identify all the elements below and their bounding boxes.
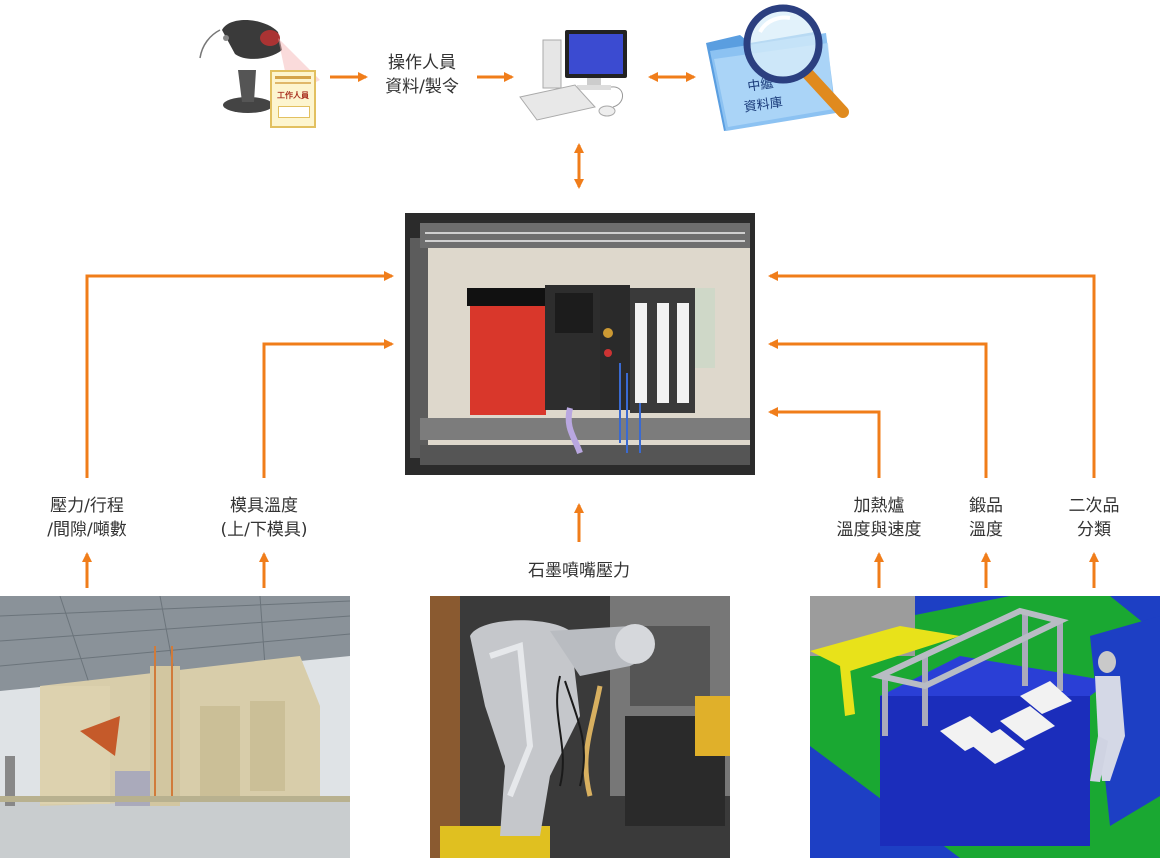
graphite-nozzle-pressure-label: 石墨噴嘴壓力 (528, 561, 630, 581)
magnifier-icon (743, 4, 849, 118)
plc-cabinet-photo (405, 213, 755, 475)
press-line-photo (0, 596, 350, 858)
arrow-forging-temp-to-plc (768, 339, 988, 478)
work-card-text: 工作人員 (277, 90, 309, 100)
arrow-mold-temp-to-plc (262, 339, 394, 478)
work-card: 工作人員 (270, 70, 316, 128)
secondary-classification-label: 二次品 分類 (1068, 496, 1120, 540)
mold-temperature-label: 模具溫度 (上/下模具) (220, 496, 308, 540)
sorting-simulation-photo (810, 596, 1160, 858)
robot-nozzle-photo (430, 596, 730, 858)
operator-data-label: 操作人員 資料/製令 (385, 53, 459, 97)
computer-icon (519, 30, 627, 121)
arrow-classify-to-plc (768, 271, 1096, 478)
arrow-pressure-to-plc (85, 271, 394, 478)
pressure-stroke-label: 壓力/行程 /間隙/噸數 (47, 496, 127, 540)
furnace-temp-speed-label: 加熱爐 溫度與速度 (836, 496, 922, 540)
forging-temperature-label: 鍛品 溫度 (969, 496, 1003, 540)
arrow-furnace-to-plc (768, 407, 881, 478)
